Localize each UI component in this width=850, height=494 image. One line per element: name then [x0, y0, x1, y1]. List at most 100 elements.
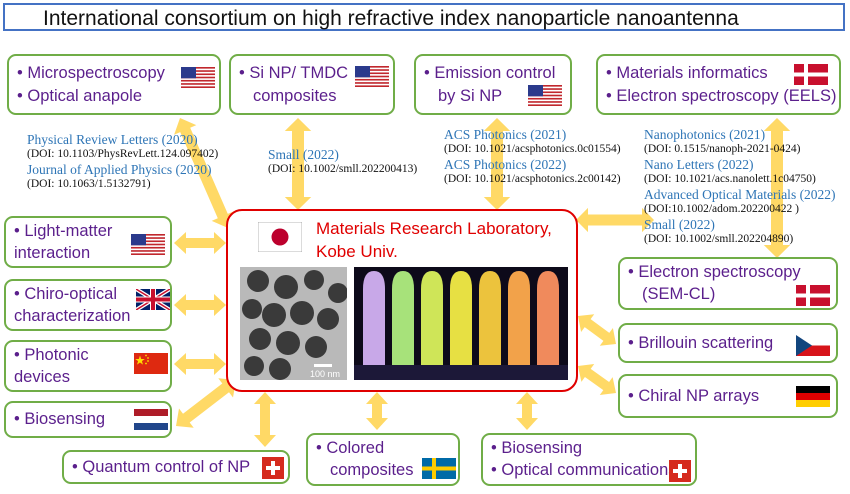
- sweden-flag-icon: [422, 458, 456, 479]
- connector-arrow: [254, 392, 276, 447]
- box-line: composites: [330, 461, 414, 479]
- usa-flag-icon: [355, 66, 389, 87]
- box-emission-control: • Emission control by Si NP: [414, 54, 572, 115]
- doi-label: (DOI: 10.1063/1.5132791): [27, 178, 151, 190]
- netherlands-flag-icon: [134, 409, 168, 430]
- journal-label: Nanophotonics (2021): [644, 127, 766, 142]
- center-lab-box: Materials Research Laboratory, Kobe Univ…: [226, 209, 578, 392]
- doi-label: (DOI: 10.1002/smll.202204890): [644, 233, 794, 245]
- box-si-np-tmdc: • Si NP/ TMDC composites: [229, 54, 395, 115]
- czech-flag-icon: [796, 335, 830, 356]
- connector-arrow: [174, 118, 234, 228]
- box-line: • Biosensing: [14, 410, 106, 428]
- connector-arrow: [176, 378, 236, 428]
- doi-label: (DOI: 10.1021/acsphotonics.0c01554): [444, 143, 621, 155]
- china-flag-icon: [134, 353, 168, 374]
- connector-arrow: [284, 118, 312, 210]
- box-biosensing: • Biosensing: [4, 401, 172, 438]
- vial: [450, 271, 472, 367]
- lab-name-line1: Materials Research Laboratory,: [316, 219, 552, 238]
- connector-arrow: [366, 392, 388, 430]
- box-line: composites: [253, 87, 337, 105]
- tem-micrograph-image: 100 nm: [240, 267, 347, 380]
- journal-label: Nano Letters (2022): [644, 157, 754, 172]
- ref-block-small: Small (2022) (DOI: 10.1002/smll.20220041…: [268, 147, 417, 177]
- box-line: (SEM-CL): [642, 285, 716, 303]
- colored-vials-photo: [354, 267, 568, 380]
- connector-arrow: [576, 207, 654, 233]
- connector-arrow: [174, 353, 226, 375]
- connector-arrow: [483, 118, 511, 210]
- journal-label: Advanced Optical Materials (2022): [644, 187, 836, 202]
- box-line: • Chiral NP arrays: [628, 387, 760, 405]
- vial: [479, 271, 501, 367]
- box-line: • Biosensing: [491, 439, 583, 457]
- box-chiro-optical: • Chiro-optical characterization: [4, 279, 172, 331]
- japan-flag-icon: [258, 222, 302, 252]
- doi-label: (DOI: 10.1021/acs.nanolett.1c04750): [644, 173, 816, 185]
- box-brillouin: • Brillouin scattering: [618, 323, 838, 363]
- ref-block-left: Physical Review Letters (2020) (DOI: 10.…: [27, 132, 218, 192]
- box-quantum-control: • Quantum control of NP: [62, 450, 290, 484]
- box-line: • Microspectroscopy: [17, 64, 165, 82]
- connector-arrow: [516, 392, 538, 430]
- connector-arrow: [763, 118, 791, 258]
- box-line: • Electron spectroscopy (EELS): [606, 87, 837, 105]
- connector-arrow: [578, 364, 616, 395]
- vial: [363, 271, 385, 367]
- box-microspectroscopy: • Microspectroscopy • Optical anapole: [7, 54, 221, 115]
- switzerland-flag-icon: [669, 460, 691, 482]
- box-colored-composites: • Colored composites: [306, 433, 460, 486]
- journal-label: ACS Photonics (2021): [444, 127, 567, 142]
- ref-block-right: Nanophotonics (2021) (DOI: 0.1515/nanoph…: [644, 127, 836, 247]
- doi-label: (DOI: 10.1021/acsphotonics.2c00142): [444, 173, 621, 185]
- journal-label: Journal of Applied Physics (2020): [27, 162, 212, 177]
- box-line: • Chiro-optical: [14, 285, 117, 303]
- box-biosensing-optical-comm: • Biosensing • Optical communications: [481, 433, 697, 486]
- box-line: • Optical anapole: [17, 87, 143, 105]
- box-line: • Photonic: [14, 346, 89, 364]
- box-line: • Si NP/ TMDC: [239, 64, 349, 82]
- journal-label: Small (2022): [644, 217, 715, 232]
- box-line: • Light-matter: [14, 222, 113, 240]
- usa-flag-icon: [181, 67, 215, 88]
- box-sem-cl: • Electron spectroscopy (SEM-CL): [618, 257, 838, 310]
- journal-label: Physical Review Letters (2020): [27, 132, 198, 147]
- box-photonic-devices: • Photonic devices: [4, 340, 172, 392]
- box-line: • Optical communications: [491, 461, 677, 479]
- doi-label: (DOI: 10.1002/smll.202200413): [268, 163, 418, 175]
- connector-arrow: [174, 294, 226, 316]
- connector-arrow: [578, 314, 616, 346]
- vial: [537, 271, 559, 367]
- page-title: International consortium on high refract…: [43, 7, 739, 30]
- box-line: • Electron spectroscopy: [628, 263, 801, 281]
- usa-flag-icon: [131, 234, 165, 255]
- ref-block-acs: ACS Photonics (2021) (DOI: 10.1021/acsph…: [444, 127, 621, 187]
- box-line: characterization: [14, 307, 131, 325]
- doi-label: (DOI:10.1002/adom.202200422 ): [644, 203, 799, 215]
- box-line: • Emission control: [424, 64, 556, 82]
- denmark-flag-icon: [796, 285, 830, 306]
- box-line: • Brillouin scattering: [628, 334, 774, 352]
- connector-arrow: [174, 232, 226, 254]
- germany-flag-icon: [796, 386, 830, 407]
- box-chiral-arrays: • Chiral NP arrays: [618, 374, 838, 418]
- journal-label: Small (2022): [268, 147, 339, 162]
- vial: [421, 271, 443, 367]
- box-line: • Materials informatics: [606, 64, 768, 82]
- switzerland-flag-icon: [262, 457, 284, 479]
- scale-bar-label: 100 nm: [310, 369, 340, 379]
- usa-flag-icon: [528, 85, 562, 106]
- denmark-flag-icon: [794, 64, 828, 85]
- journal-label: ACS Photonics (2022): [444, 157, 567, 172]
- title-banner: International consortium on high refract…: [3, 3, 845, 31]
- vial: [392, 271, 414, 367]
- box-materials-informatics: • Materials informatics • Electron spect…: [596, 54, 841, 115]
- doi-label: (DOI: 0.1515/nanoph-2021-0424): [644, 143, 801, 155]
- box-line: • Quantum control of NP: [72, 458, 251, 476]
- box-line: devices: [14, 368, 70, 386]
- box-line: • Colored: [316, 439, 385, 457]
- box-line: by Si NP: [438, 87, 503, 105]
- box-line: interaction: [14, 244, 91, 262]
- vial: [508, 271, 530, 367]
